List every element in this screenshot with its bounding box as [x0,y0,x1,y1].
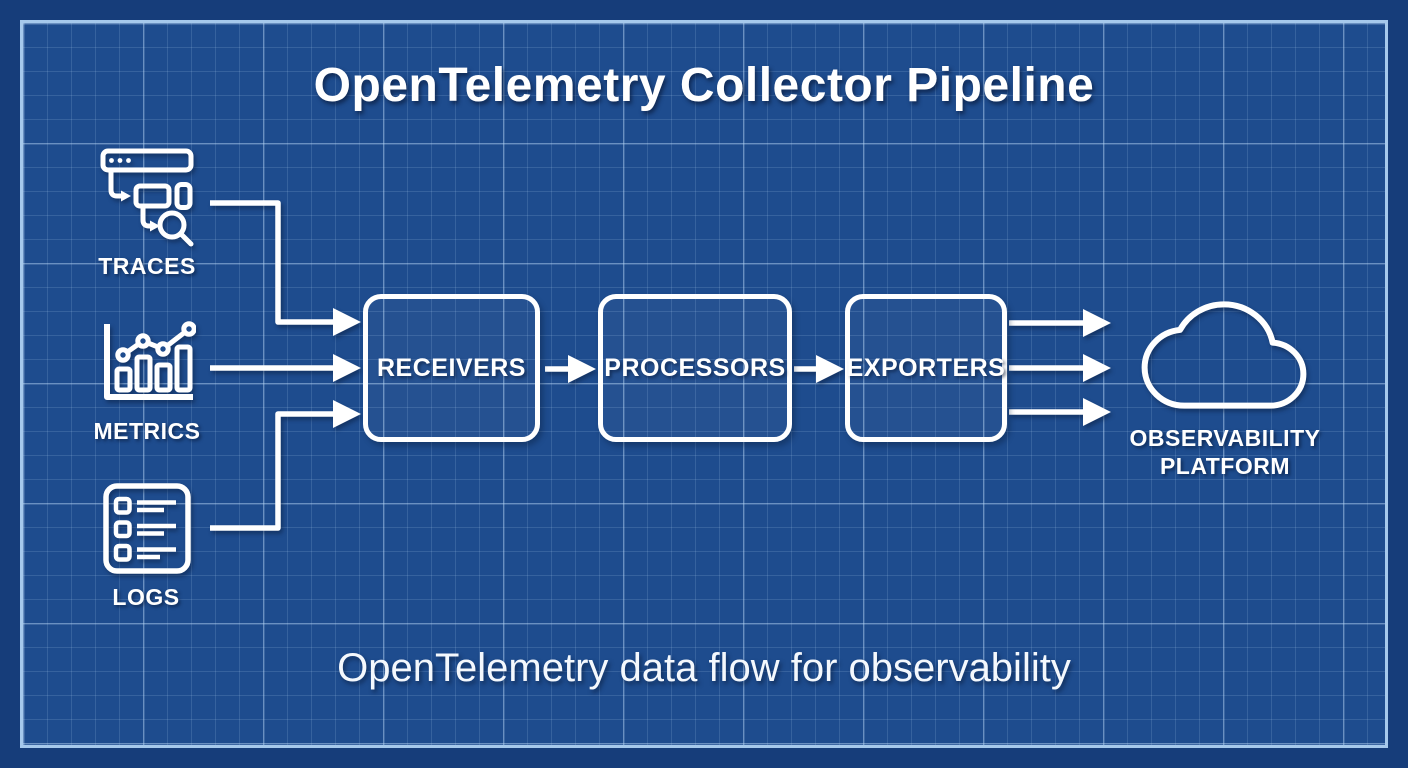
destination-label-line2: PLATFORM [1159,453,1291,479]
processors-label: PROCESSORS [604,353,786,382]
pipeline-stage-exporters: EXPORTERS [845,294,1007,442]
source-label-traces: TRACES [98,253,196,279]
metrics-bar-chart-icon [104,321,196,400]
logs-list-icon [103,483,191,574]
destination-label: OBSERVABILITY PLATFORM [1113,424,1337,480]
trace-search-icon [100,148,194,247]
exporters-label: EXPORTERS [846,353,1006,382]
destination-label-line1: OBSERVABILITY [1129,425,1321,451]
pipeline-stage-processors: PROCESSORS [598,294,792,442]
blueprint-grid-frame [20,20,1388,748]
diagram-caption: OpenTelemetry data flow for observabilit… [337,646,1071,690]
source-label-metrics: METRICS [93,418,201,444]
source-label-logs: LOGS [112,584,180,610]
diagram-title: OpenTelemetry Collector Pipeline [313,59,1095,112]
cloud-icon [1138,298,1310,412]
pipeline-stage-receivers: RECEIVERS [363,294,540,442]
receivers-label: RECEIVERS [377,353,526,382]
